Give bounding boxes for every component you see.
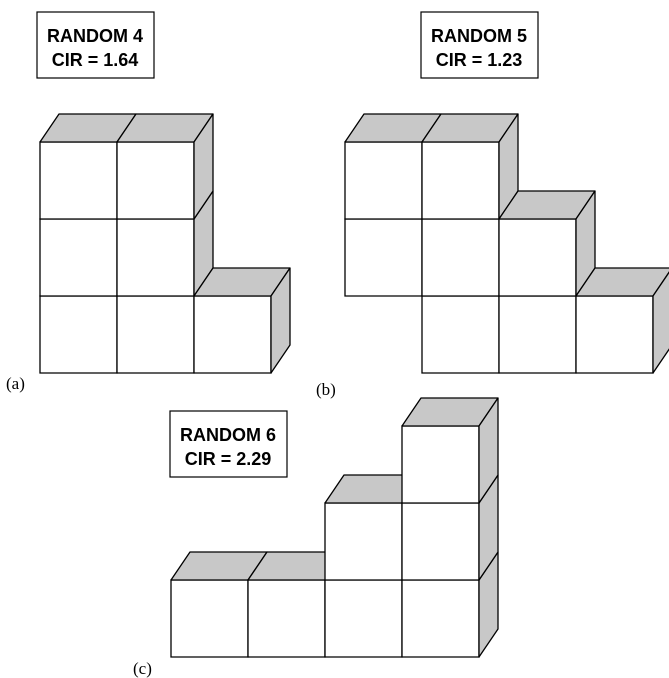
cube-front-face — [401, 502, 480, 581]
cube-stack-b — [344, 113, 669, 374]
cube-front-face — [344, 141, 423, 220]
cube-front-face — [401, 425, 480, 504]
title-line1-a: RANDOM 4 — [47, 26, 143, 46]
cube — [116, 295, 195, 374]
cube-front-face — [421, 218, 500, 297]
cube-front-face — [344, 218, 423, 297]
cube-front-face — [324, 579, 403, 658]
cube-front-face — [39, 295, 118, 374]
panel-label-a: (a) — [6, 374, 25, 393]
cube — [39, 113, 137, 220]
cube-front-face — [116, 141, 195, 220]
cube-stack-c — [170, 397, 499, 658]
cube — [170, 551, 268, 658]
cube — [421, 295, 500, 374]
cube-side-face — [478, 397, 499, 504]
cube-front-face — [39, 141, 118, 220]
cube-side-face — [193, 113, 214, 220]
cube-side-face — [652, 271, 669, 374]
cube-front-face — [401, 579, 480, 658]
cube — [324, 474, 422, 581]
title-line1-c: RANDOM 6 — [180, 425, 276, 445]
cube-front-face — [575, 295, 654, 374]
cube-front-face — [116, 218, 195, 297]
cube — [421, 218, 500, 297]
label-box-a — [36, 11, 155, 79]
cube-front-face — [170, 579, 249, 658]
cube — [575, 267, 669, 374]
cube-front-face — [193, 295, 272, 374]
cube — [116, 190, 214, 297]
panel-c: RANDOM 6 CIR = 2.29 (c) — [133, 397, 499, 678]
panel-b: RANDOM 5 CIR = 1.23 (b) — [316, 11, 669, 399]
cube-side-face — [270, 267, 291, 374]
cube — [193, 267, 291, 374]
panel-a: RANDOM 4 CIR = 1.64 (a) — [6, 11, 291, 393]
cube — [324, 579, 403, 658]
cube-front-face — [421, 295, 500, 374]
cube-front-face — [324, 502, 403, 581]
label-box-b — [420, 11, 539, 79]
cube — [401, 551, 499, 658]
title-line2-c: CIR = 2.29 — [185, 449, 272, 469]
cube — [39, 295, 118, 374]
cube-front-face — [116, 295, 195, 374]
cube — [39, 218, 118, 297]
title-line2-b: CIR = 1.23 — [436, 50, 523, 70]
cube-front-face — [498, 295, 577, 374]
panel-label-c: (c) — [133, 659, 152, 678]
cube — [247, 551, 345, 658]
title-line2-a: CIR = 1.64 — [52, 50, 139, 70]
cube-top-face — [575, 267, 669, 297]
cube — [401, 397, 499, 504]
panel-label-b: (b) — [316, 380, 336, 399]
cube-front-face — [498, 218, 577, 297]
label-box-c — [169, 410, 288, 478]
cube — [498, 190, 596, 297]
cube — [344, 113, 442, 220]
cube — [116, 113, 214, 220]
cube-front-face — [247, 579, 326, 658]
cube-front-face — [421, 141, 500, 220]
cube — [421, 113, 519, 220]
cube — [344, 218, 423, 297]
cube-stack-a — [39, 113, 291, 374]
title-line1-b: RANDOM 5 — [431, 26, 527, 46]
cube — [498, 295, 577, 374]
cube-front-face — [39, 218, 118, 297]
